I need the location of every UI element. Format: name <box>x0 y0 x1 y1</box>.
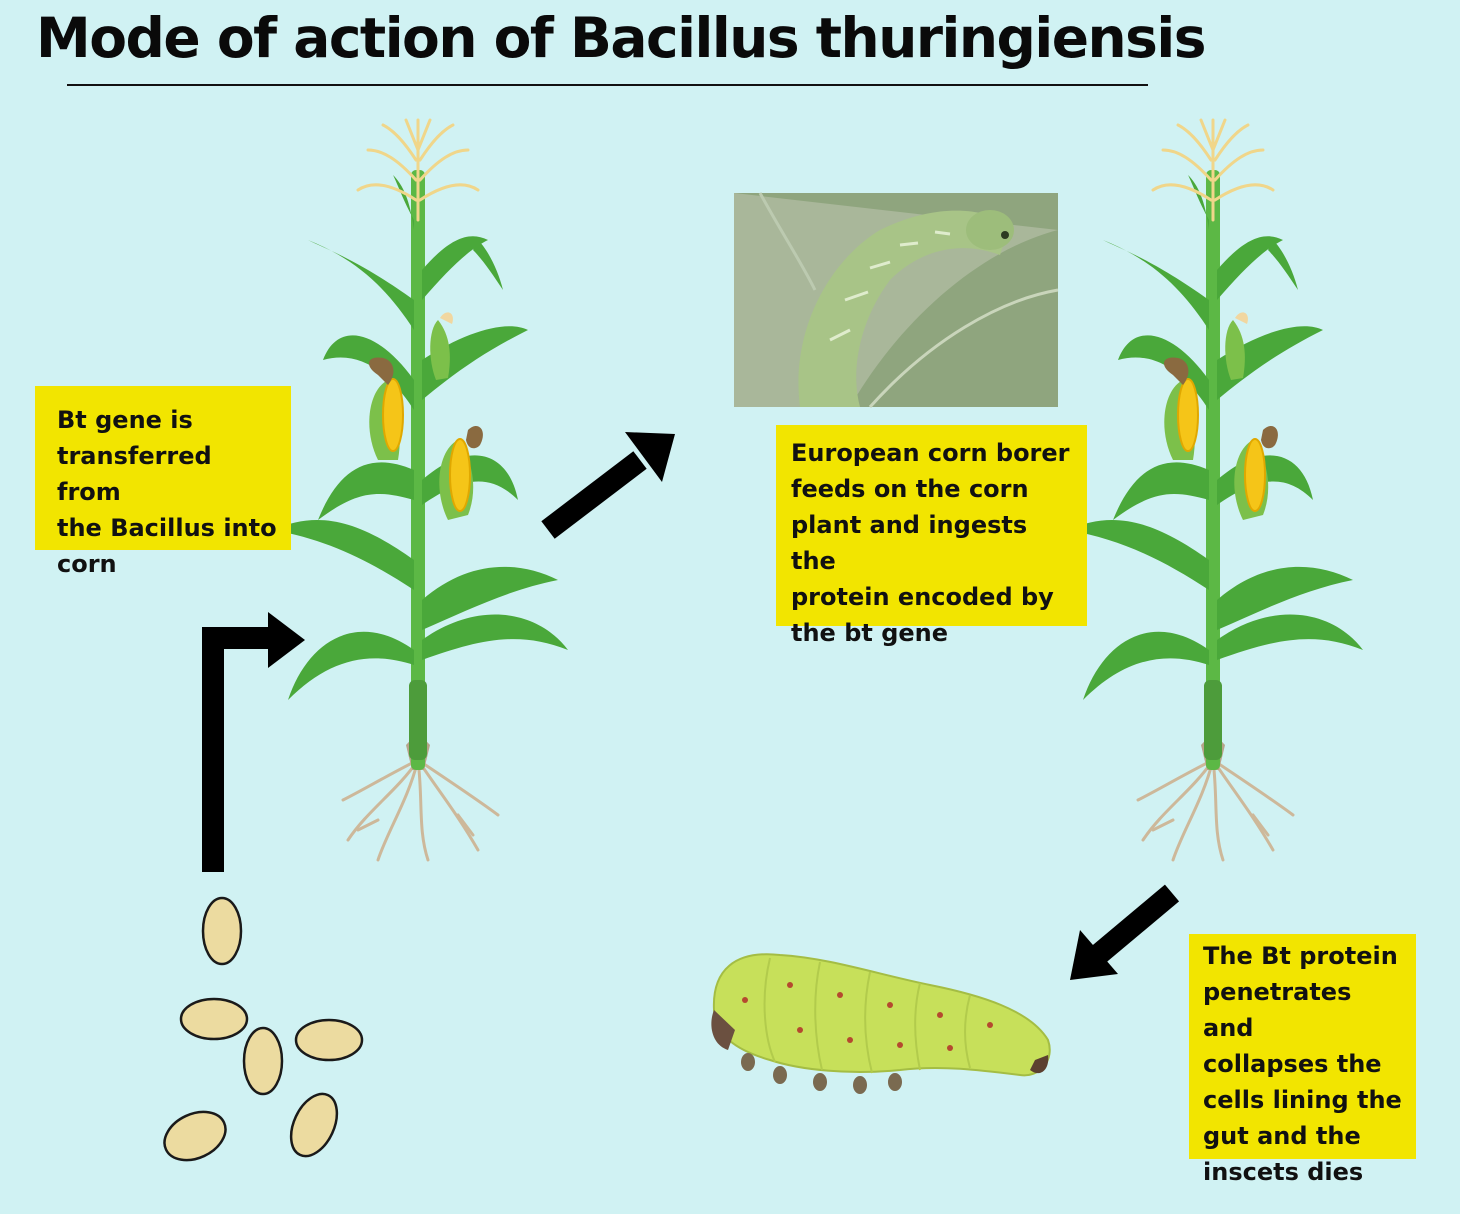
seed <box>289 1092 339 1158</box>
arrow-seeds-to-plant <box>202 612 305 872</box>
seed <box>294 1018 364 1062</box>
seed <box>163 1110 227 1162</box>
arrow-plant-to-borer <box>541 432 675 539</box>
dying-caterpillar <box>711 953 1051 1094</box>
callout-borer-feeds: European corn borer feeds on the corn pl… <box>776 425 1087 647</box>
title-underline <box>67 84 1148 86</box>
corn-seeds <box>163 896 364 1162</box>
callout-gene-transfer: Bt gene is transferred from the Bacillus… <box>35 386 291 578</box>
callout-protein-action: The Bt protein penetrates and collapses … <box>1189 934 1416 1186</box>
seed <box>242 1026 284 1096</box>
corn-plant-right <box>1066 118 1365 862</box>
corn-borer-photo <box>734 192 1059 409</box>
diagram-title: Mode of action of Bacillus thuringiensis <box>36 6 1207 70</box>
seed <box>179 997 249 1041</box>
corn-plant-left <box>271 118 570 862</box>
arrow-plant-to-dying-insect <box>1070 884 1180 980</box>
seed <box>201 896 243 966</box>
